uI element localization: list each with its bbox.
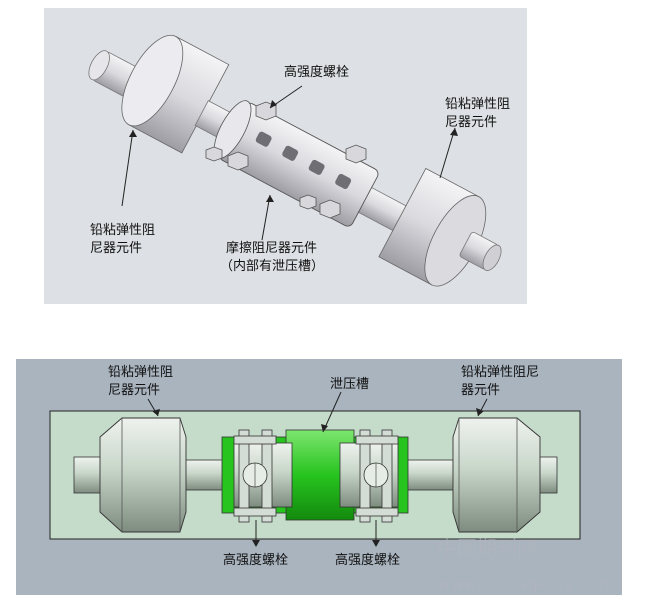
label-top-bolts: 高强度螺栓	[284, 65, 350, 80]
label-top-lead-left-2: 尼器元件	[90, 241, 143, 256]
bottom-damper-section	[49, 391, 581, 547]
watermark-cn: 中国期刊网	[437, 536, 537, 560]
label-bottom-lead-left-1: 铅粘弹性阻	[108, 365, 174, 380]
label-top-lead-right-2: 尼器元件	[445, 115, 498, 130]
label-top-friction-1: 摩擦阻尼器元件	[226, 241, 318, 256]
label-bottom-bolts-left: 高强度螺栓	[223, 553, 289, 568]
label-top-lead-left-1: 铅粘弹性阻	[90, 223, 156, 238]
label-bottom-lead-left-2: 尼器元件	[108, 383, 161, 398]
label-bottom-lead-right-2: 器元件	[461, 383, 501, 398]
top-damper-3d	[88, 34, 502, 287]
label-bottom-bolts-right: 高强度螺栓	[335, 553, 401, 568]
label-bottom-groove: 泄压槽	[330, 377, 370, 392]
label-bottom-lead-right-1: 铅粘弹性阻尼	[461, 365, 540, 380]
label-top-lead-right-1: 铅粘弹性阻	[445, 97, 511, 112]
label-top-friction-2: （内部有泄压槽）	[220, 259, 325, 274]
watermark-url: www.chinaqking.com	[438, 575, 616, 593]
